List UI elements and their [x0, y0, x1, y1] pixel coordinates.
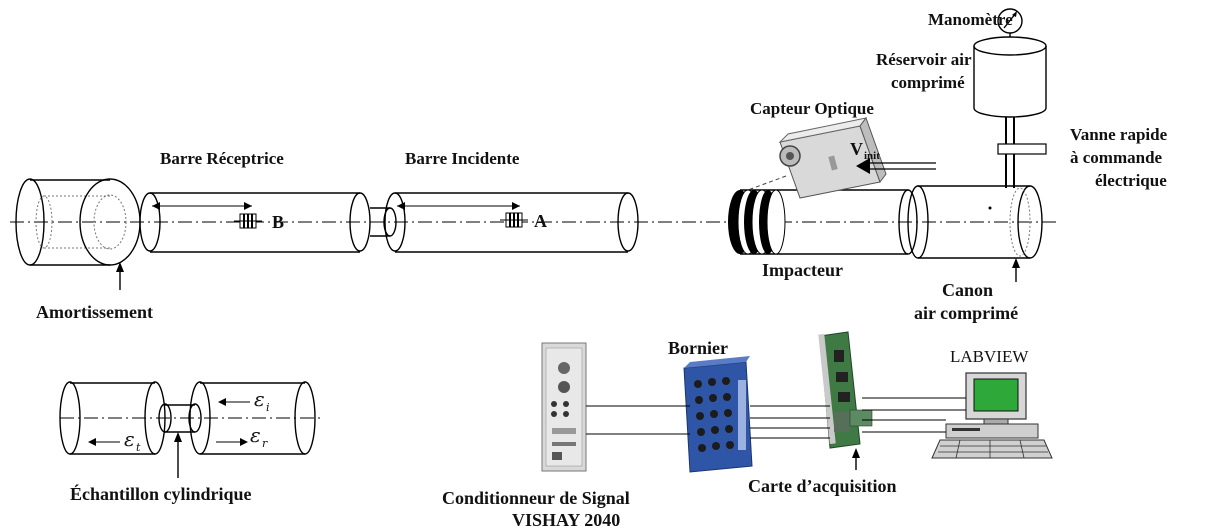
label-v-init-sub: init — [864, 150, 880, 162]
reservoir-air-comprime — [973, 36, 1047, 118]
vanne-rapide-valve — [997, 143, 1047, 155]
label-eps-t-sub: t — [136, 441, 141, 454]
label-eps-i-sub: i — [266, 401, 270, 414]
amortissement-damper — [15, 178, 141, 266]
manometre-gauge-icon — [997, 8, 1023, 37]
strain-gauge-a — [500, 212, 528, 228]
label-manometre: Manomètre — [928, 10, 1013, 29]
label-eps-t: ε — [124, 427, 135, 451]
label-capteur-optique: Capteur Optique — [750, 99, 874, 118]
label-barre-receptrice: Barre Réceptrice — [160, 149, 284, 168]
v-init-arrow — [856, 158, 936, 174]
label-bornier: Bornier — [668, 338, 728, 358]
bornier-device — [683, 356, 753, 473]
barre-incidente — [384, 192, 639, 253]
label-labview: LABVIEW — [950, 347, 1029, 366]
capteur-optique-sensor — [747, 116, 887, 199]
echantillon-diagram — [59, 381, 320, 478]
canon-air-comprime — [907, 185, 1043, 259]
label-vanne-3: électrique — [1095, 171, 1167, 190]
signal-wires — [586, 397, 966, 439]
label-reservoir-2: comprimé — [891, 73, 965, 92]
strain-gauge-b — [234, 213, 262, 229]
carte-acquisition-device — [818, 331, 873, 449]
label-gauge-a: A — [534, 211, 547, 231]
labview-computer-icon — [931, 372, 1053, 459]
label-barre-incidente: Barre Incidente — [405, 149, 520, 168]
carte-arrowhead — [852, 448, 860, 458]
label-eps-r: ε — [250, 423, 261, 447]
label-vanne-1: Vanne rapide — [1070, 125, 1168, 144]
canon-arrowhead — [1012, 258, 1020, 268]
label-impacteur: Impacteur — [762, 260, 843, 280]
label-vanne-2: à commande — [1070, 148, 1163, 167]
label-carte: Carte d’acquisition — [748, 476, 897, 496]
label-canon-1: Canon — [942, 280, 993, 300]
label-echantillon: Échantillon cylindrique — [70, 483, 252, 504]
amortissement-arrowhead — [116, 262, 124, 272]
label-v-init: V — [850, 139, 863, 159]
label-canon-2: air comprimé — [914, 303, 1018, 323]
label-conditionneur-1: Conditionneur de Signal — [442, 488, 630, 508]
label-reservoir-1: Réservoir air — [876, 50, 972, 69]
label-eps-r-sub: r — [262, 437, 268, 450]
barre-receptrice — [139, 192, 371, 253]
label-amortissement: Amortissement — [36, 302, 153, 322]
label-gauge-b: B — [272, 212, 284, 232]
label-conditionneur-2: VISHAY 2040 — [512, 510, 620, 529]
conditionneur-vishay-device — [541, 342, 587, 472]
impacteur — [728, 189, 918, 255]
label-eps-i: ε — [254, 387, 265, 411]
